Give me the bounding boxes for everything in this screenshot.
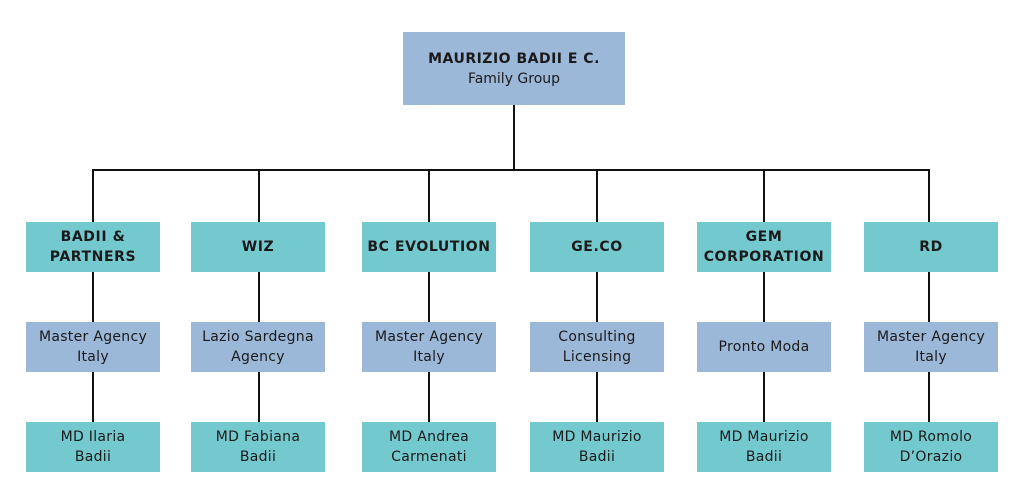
agency-line: Master Agency xyxy=(38,329,148,345)
company-line: BC EVOLUTION xyxy=(367,239,491,255)
branch-connector-3 xyxy=(596,169,598,222)
horizontal-bus-connector xyxy=(92,169,930,171)
agency-node-5: Master Agency Italy xyxy=(864,322,998,372)
md-node-2: MD Andrea Carmenati xyxy=(362,422,496,472)
root-title: MAURIZIO BADII E C. xyxy=(428,50,600,67)
agency-node-4: Pronto Moda xyxy=(697,322,831,372)
company-node-4: GEM CORPORATION xyxy=(697,222,831,272)
branch-connector-5 xyxy=(928,169,930,222)
company-node-3: GE.CO xyxy=(530,222,664,272)
md-node-0: MD Ilaria Badii xyxy=(26,422,160,472)
md-line: MD Andrea xyxy=(389,429,469,445)
agency-node-0: Master Agency Italy xyxy=(26,322,160,372)
branch-connector-1 xyxy=(258,169,260,222)
company-line: WIZ xyxy=(241,239,275,255)
agency-line: Lazio Sardegna xyxy=(202,329,314,345)
agency-line: Master Agency xyxy=(876,329,986,345)
company-line: GE.CO xyxy=(571,239,623,255)
agency-node-2: Master Agency Italy xyxy=(362,322,496,372)
md-line: Badii xyxy=(239,449,277,465)
company-node-0: BADII & PARTNERS xyxy=(26,222,160,272)
md-node-1: MD Fabiana Badii xyxy=(191,422,325,472)
md-line: Badii xyxy=(74,449,112,465)
agency-line: Italy xyxy=(413,349,445,365)
company-line: BADII & xyxy=(60,229,126,245)
root-subtitle: Family Group xyxy=(467,70,561,87)
agency-line: Pronto Moda xyxy=(718,339,810,355)
root-node: MAURIZIO BADII E C. Family Group xyxy=(403,32,625,105)
agency-line: Master Agency xyxy=(374,329,484,345)
md-node-5: MD Romolo D’Orazio xyxy=(864,422,998,472)
md-line: MD Fabiana xyxy=(215,429,301,445)
md-node-4: MD Maurizio Badii xyxy=(697,422,831,472)
agency-line: Agency xyxy=(231,349,285,365)
md-node-3: MD Maurizio Badii xyxy=(530,422,664,472)
agency-line: Consulting xyxy=(558,329,636,345)
company-node-2: BC EVOLUTION xyxy=(362,222,496,272)
branch-connector-4 xyxy=(763,169,765,222)
md-line: MD Maurizio xyxy=(552,429,642,445)
md-line: MD Ilaria xyxy=(60,429,126,445)
agency-node-3: Consulting Licensing xyxy=(530,322,664,372)
md-line: Badii xyxy=(745,449,783,465)
agency-line: Italy xyxy=(77,349,109,365)
md-line: MD Maurizio xyxy=(719,429,809,445)
md-line: Carmenati xyxy=(391,449,467,465)
agency-line: Licensing xyxy=(562,349,632,365)
company-line: RD xyxy=(919,239,943,255)
branch-connector-0 xyxy=(92,169,94,222)
md-line: Badii xyxy=(578,449,616,465)
agency-node-1: Lazio Sardegna Agency xyxy=(191,322,325,372)
md-line: MD Romolo xyxy=(889,429,973,445)
company-node-1: WIZ xyxy=(191,222,325,272)
company-line: CORPORATION xyxy=(703,249,825,265)
branch-connector-2 xyxy=(428,169,430,222)
root-connector xyxy=(513,105,515,170)
company-node-5: RD xyxy=(864,222,998,272)
company-line: GEM xyxy=(745,229,783,245)
company-line: PARTNERS xyxy=(49,249,137,265)
agency-line: Italy xyxy=(915,349,947,365)
md-line: D’Orazio xyxy=(899,449,963,465)
